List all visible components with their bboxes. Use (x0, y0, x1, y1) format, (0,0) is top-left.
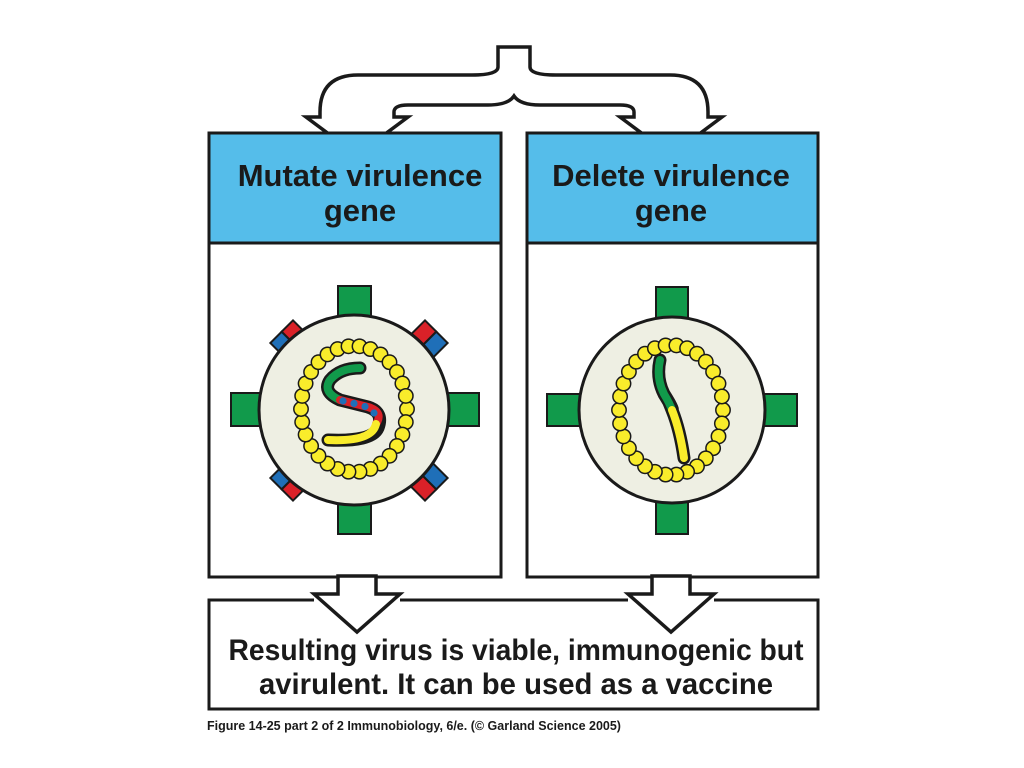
green-spikes (546, 286, 798, 535)
capsid-beads (611, 337, 731, 483)
capsid-bead (612, 388, 629, 405)
capsid-bead (612, 415, 629, 432)
capsid-bead (713, 388, 730, 405)
mutated-virus (230, 285, 480, 535)
capsid-bead (293, 401, 309, 417)
result-text-line2: avirulent. It can be used as a vaccine (259, 668, 773, 701)
delete-panel-title-line2: gene (635, 193, 707, 228)
capsid-bead (615, 428, 632, 445)
capsid-bead (397, 387, 414, 404)
truncated-genome (652, 353, 691, 465)
delete-panel-title-line1: Delete virulence (552, 158, 790, 193)
result-box: Resulting virus is viable, immunogenic b… (207, 598, 820, 711)
delete-panel-header (528, 134, 817, 243)
deleted-gene-virus (546, 286, 798, 535)
capsid-bead (710, 375, 727, 392)
mutate-panel-title-line1: Mutate virulence (238, 158, 483, 193)
capsid-bead (399, 401, 415, 417)
mutated-genome (321, 361, 387, 447)
capsid-bead (715, 402, 731, 418)
capsid-bead (713, 415, 730, 432)
down-arrows (309, 574, 719, 635)
figure-caption: Figure 14-25 part 2 of 2 Immunobiology, … (207, 719, 621, 733)
mutation-dots (339, 397, 378, 417)
mutate-panel-header (210, 134, 500, 243)
capsid-bead (294, 414, 311, 431)
result-text-line1: Resulting virus is viable, immunogenic b… (229, 634, 804, 667)
capsid-bead (611, 402, 627, 418)
capsid-beads (293, 338, 415, 480)
mutate-panel-title-line2: gene (324, 193, 396, 228)
